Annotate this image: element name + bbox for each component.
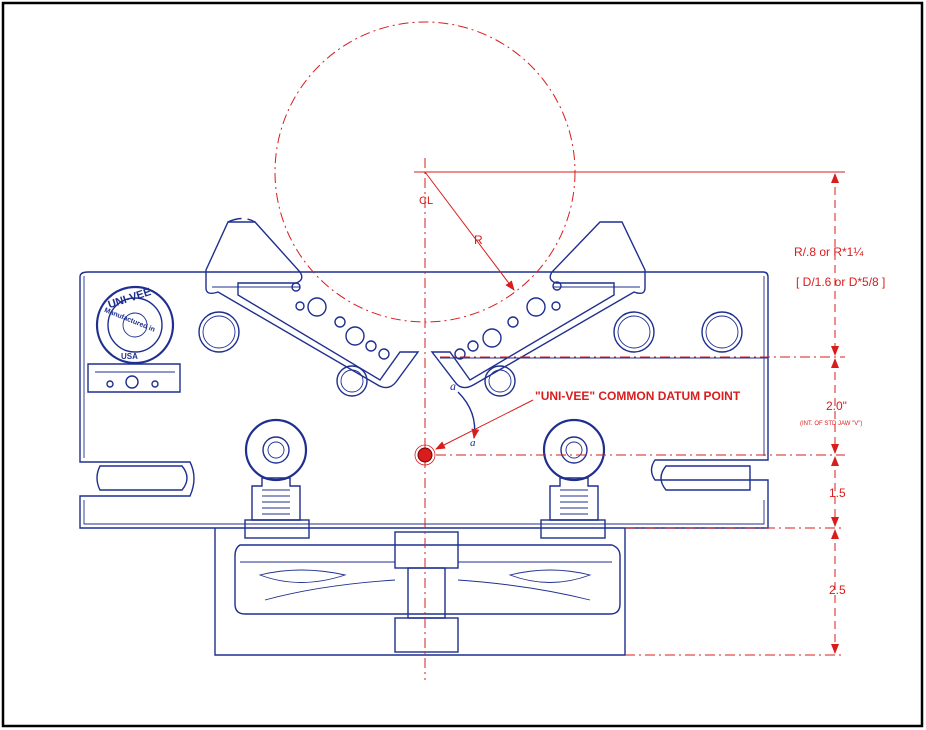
label-dim-mid-note: (INT. OF STD JAW "V") xyxy=(800,421,862,427)
label-datum-callout: "UNI-VEE" COMMON DATUM POINT xyxy=(535,389,741,403)
logo-made-text: Manufactured in xyxy=(103,307,156,334)
left-jaw xyxy=(205,217,420,389)
label-dim-top-2: [ D/1.6 or D*5/8 ] xyxy=(796,275,885,289)
datum-point-ring xyxy=(414,444,436,466)
label-dim-top-1: R/.8 or R*1¼ xyxy=(794,245,864,259)
label-angle-b: a xyxy=(470,437,476,449)
left-eye-bolt xyxy=(244,418,310,539)
datum-point xyxy=(417,447,433,463)
angle-arc xyxy=(457,391,480,439)
datum-leader xyxy=(435,399,534,450)
logo-brand-text: UNI-VEE xyxy=(107,286,153,311)
uni-vee-logo: UNI-VEE Manufactured in USA xyxy=(87,285,181,393)
logo-country-text: USA xyxy=(121,352,138,361)
vise-base xyxy=(214,528,626,656)
label-dim-bottom: 2.5 xyxy=(829,583,846,597)
vise-body xyxy=(79,271,769,529)
label-radius: R xyxy=(474,233,483,247)
right-eye-bolt xyxy=(540,418,606,539)
radius-leader xyxy=(424,171,515,291)
label-dim-lower: 1.5 xyxy=(829,486,846,500)
label-dim-mid: 2.0" xyxy=(826,399,847,413)
right-jaw xyxy=(430,221,646,389)
label-centerline: CL xyxy=(419,195,433,207)
label-angle-a: a xyxy=(450,379,456,393)
right-jaw-holes xyxy=(454,281,562,360)
body-bores xyxy=(198,311,743,397)
left-jaw-holes xyxy=(291,282,390,360)
